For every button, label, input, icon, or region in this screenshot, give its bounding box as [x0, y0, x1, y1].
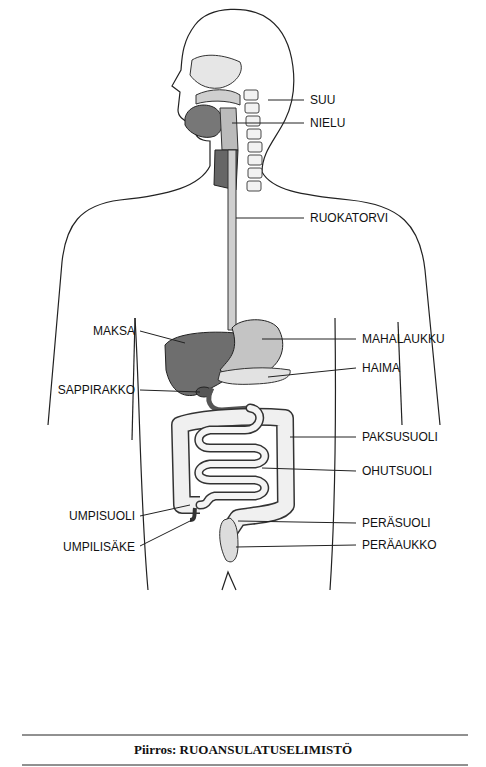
organ-label: UMPISUOLI	[69, 509, 135, 523]
small-intestine	[199, 408, 265, 505]
organ-label: MAHALAUKKU	[362, 332, 445, 346]
organ-label: SUU	[310, 93, 335, 107]
organ-label: RUOKATORVI	[310, 211, 388, 225]
organ-label: MAKSA	[93, 324, 135, 338]
duodenum	[209, 388, 250, 410]
organ-label: SAPPIRAKKO	[58, 383, 135, 397]
organ-label: NIELU	[310, 116, 345, 130]
organ-label: UMPILISÄKE	[63, 540, 135, 554]
organ-label: OHUTSUOLI	[362, 464, 432, 478]
figure-caption: Piirros: RUOANSULATUSELIMISTÖ	[134, 742, 352, 758]
organ-label: HAIMA	[362, 361, 400, 375]
caption-rule	[22, 735, 468, 736]
esophagus	[228, 150, 236, 330]
organ-label: PERÄSUOLI	[362, 516, 431, 530]
organ-label: PAKSUSUOLI	[362, 430, 438, 444]
organ-label: PERÄAUKKO	[362, 538, 437, 552]
leader-lines	[140, 100, 356, 547]
body-outline	[48, 9, 440, 590]
caption-rule	[22, 765, 468, 766]
